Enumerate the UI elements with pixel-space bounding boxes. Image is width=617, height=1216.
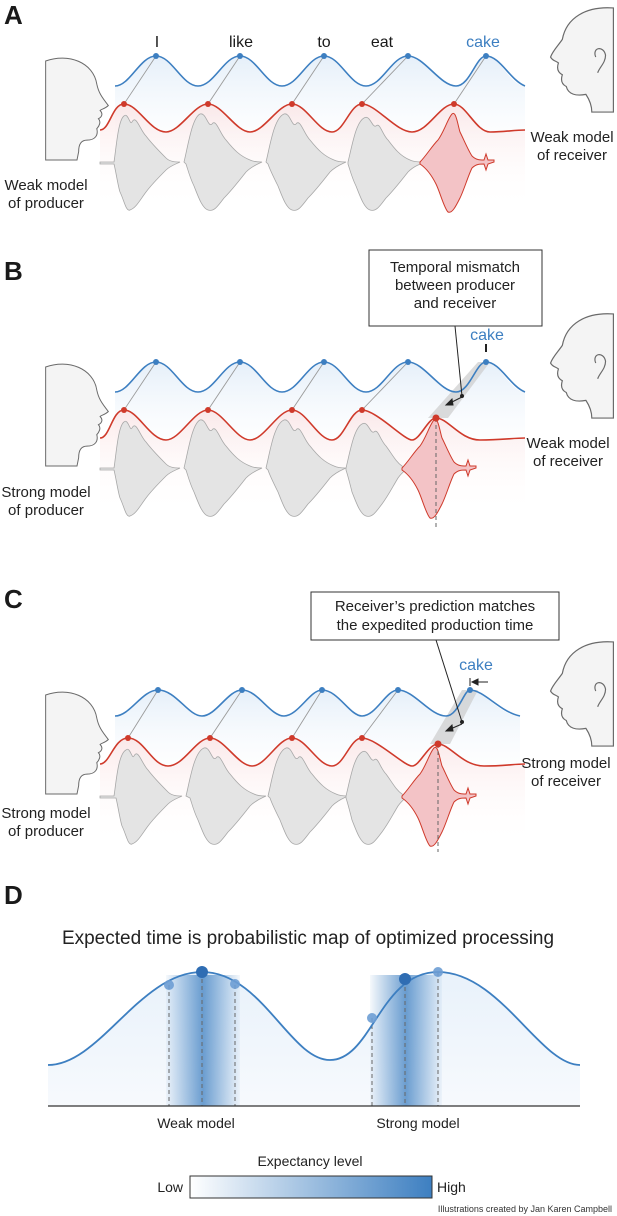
weak-model-label: Weak model [157, 1115, 235, 1131]
word-4: eat [371, 34, 394, 51]
receiver-label-line1: Weak model [526, 435, 609, 452]
left-arrow-icon [470, 678, 488, 686]
left-arrow-icon [444, 396, 463, 406]
receiver-head-icon [549, 313, 615, 419]
callout-box [368, 249, 543, 327]
word-1: I [155, 34, 159, 51]
callout-box [310, 591, 560, 641]
legend-high: High [437, 1179, 466, 1195]
panel-c-letter: C [4, 584, 23, 614]
producer-peaks [121, 407, 440, 422]
cake-waveform [401, 418, 477, 519]
word-3: to [317, 34, 330, 51]
callout-line3: and receiver [414, 295, 497, 312]
strong-model-points [367, 967, 443, 1023]
producer-head-icon [45, 691, 109, 795]
producer-label-line1: Strong model [1, 805, 90, 822]
left-arrow-icon [444, 723, 463, 732]
expectancy-markers [168, 972, 439, 1106]
word-final: cake [459, 657, 493, 674]
mismatch-band [428, 362, 490, 418]
receiver-label-line1: Weak model [530, 129, 613, 146]
match-band [430, 690, 478, 744]
producer-peaks [121, 101, 457, 107]
producer-head-icon [45, 57, 109, 161]
receiver-peaks [153, 359, 489, 365]
callout-line1: Receiver’s prediction matches [335, 598, 535, 615]
callout-line1: Temporal mismatch [390, 259, 520, 276]
word-2: like [229, 34, 253, 51]
receiver-label-line2: of receiver [533, 453, 603, 470]
producer-label-line2: of producer [8, 502, 84, 519]
cake-waveform [401, 746, 477, 847]
producer-label-line2: of producer [8, 823, 84, 840]
receiver-peaks [155, 687, 473, 693]
callout-leader [454, 325, 463, 397]
producer-peaks [125, 735, 442, 748]
strong-expectancy-band [370, 975, 442, 1106]
panel-b-letter: B [4, 256, 23, 286]
receiver-head-icon [549, 7, 615, 113]
legend-title: Expectancy level [257, 1153, 362, 1169]
weak-expectancy-band [166, 975, 240, 1106]
panel-a-letter: A [4, 0, 23, 30]
expectancy-curve [47, 971, 581, 1066]
panel-d-letter: D [4, 880, 23, 910]
word-connectors [123, 55, 487, 105]
expectancy-curve-fill [48, 972, 580, 1106]
producer-label-line2: of producer [8, 195, 84, 212]
speech-waveform [99, 113, 427, 211]
producer-label-line1: Weak model [4, 177, 87, 194]
callout-line2: between producer [395, 277, 515, 294]
speech-waveform [99, 419, 409, 517]
panel-d: D Expected time is probabilistic map of … [4, 880, 581, 1199]
legend-low: Low [157, 1179, 184, 1195]
word-connectors [127, 689, 399, 739]
producer-label-line1: Strong model [1, 484, 90, 501]
cake-waveform [419, 112, 495, 213]
panel-b: B [1, 249, 615, 528]
receiver-label-line1: Strong model [521, 755, 610, 772]
receiver-label-line2: of receiver [537, 147, 607, 164]
word-final: cake [466, 34, 500, 51]
strong-model-label: Strong model [376, 1115, 459, 1131]
producer-head-icon [45, 363, 109, 467]
panel-d-title: Expected time is probabilistic map of op… [62, 928, 554, 949]
receiver-head-icon [549, 641, 615, 747]
credit-line: Illustrations created by Jan Karen Campb… [438, 1204, 612, 1214]
word-connectors [123, 361, 409, 411]
panel-c: C [1, 584, 615, 852]
callout-leader [435, 639, 463, 723]
word-final: cake [470, 327, 504, 344]
panel-a: A I like [4, 0, 615, 213]
callout-line2: the expedited production time [337, 617, 534, 634]
receiver-label-line2: of receiver [531, 773, 601, 790]
receiver-peaks [153, 53, 489, 59]
weak-model-points [164, 966, 240, 990]
expectancy-legend-bar [189, 1175, 433, 1199]
speech-waveform [99, 747, 409, 845]
